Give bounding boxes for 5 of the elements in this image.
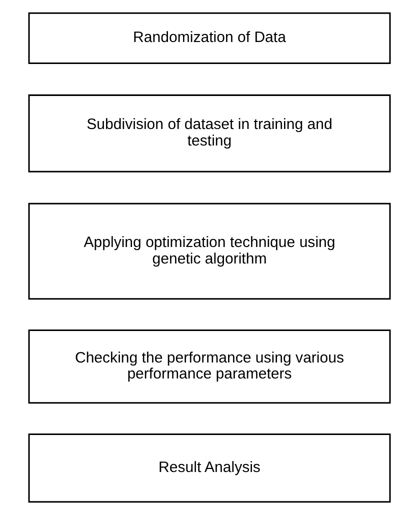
node-box: Randomization of Data <box>28 12 390 64</box>
node-box: Result Analysis <box>28 433 390 503</box>
node-box: Checking the performance using various performance parameters <box>28 329 390 404</box>
node-box: Subdivision of dataset in training and testing <box>28 94 390 172</box>
node-box: Applying optimization technique using genetic algorithm <box>28 202 390 300</box>
